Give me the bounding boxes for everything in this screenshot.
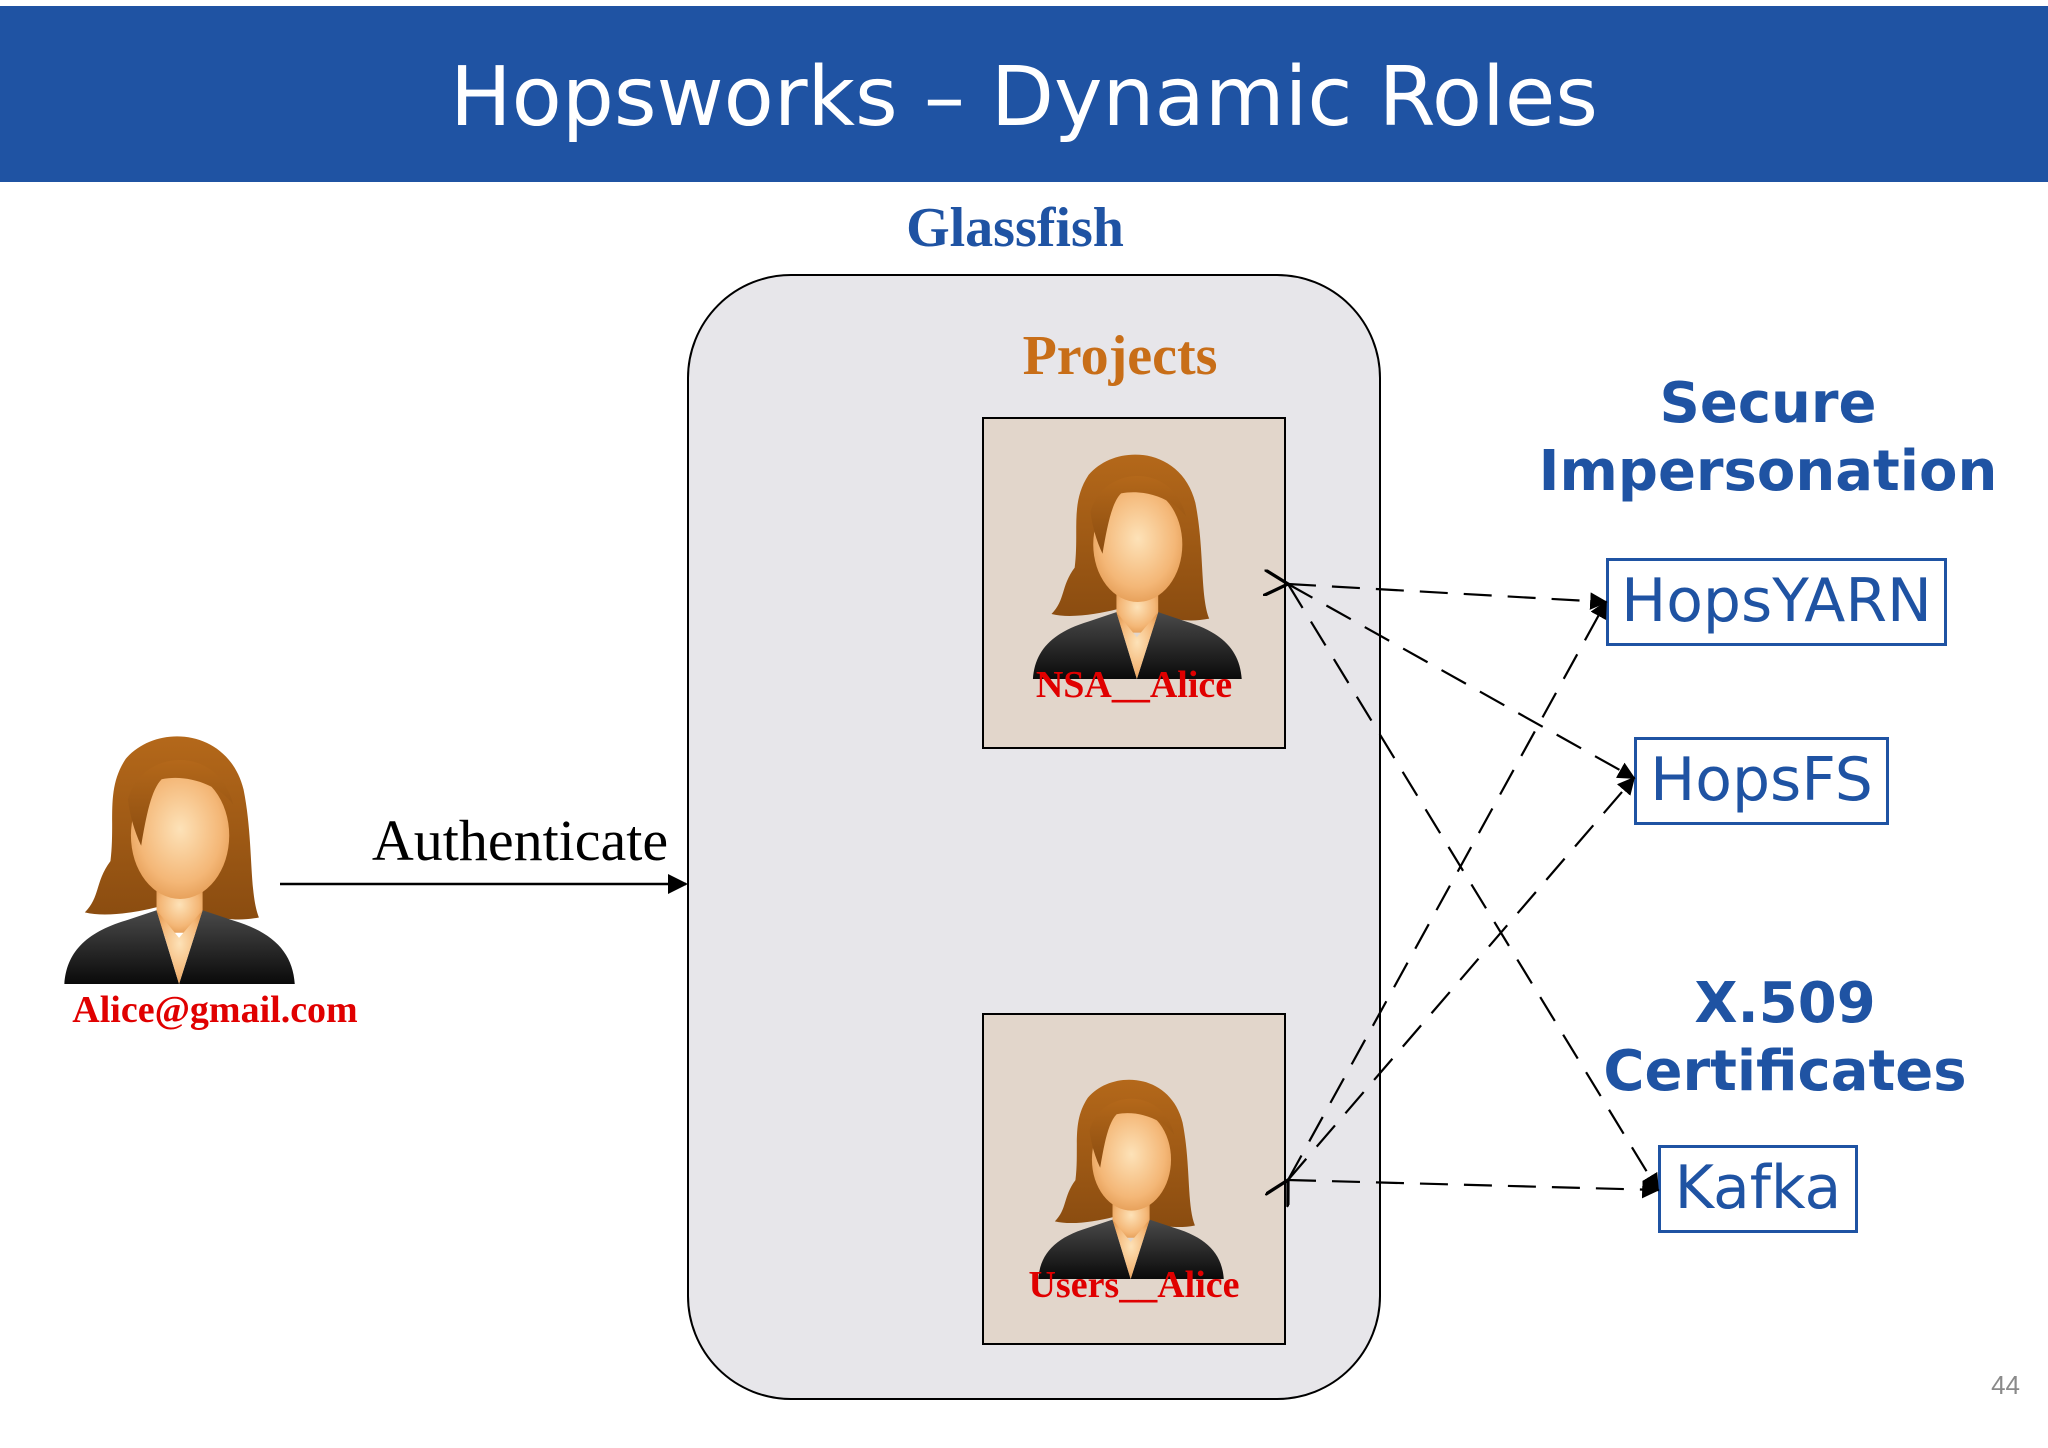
role-label: Users__Alice bbox=[1028, 1264, 1240, 1306]
users-to-kafka-arrow bbox=[1287, 1178, 1660, 1199]
nsa-to-hopsyarn-arrow bbox=[1288, 584, 1606, 602]
secure-impersonation-heading: Secure Impersonation bbox=[1538, 371, 1998, 504]
users-to-hopsfs-arrow bbox=[1287, 776, 1636, 1181]
slide-title: Hopsworks – Dynamic Roles bbox=[450, 50, 1598, 145]
title-bar: Hopsworks – Dynamic Roles bbox=[0, 6, 2048, 182]
users-to-hopsyarn-arrow bbox=[1288, 602, 1607, 1180]
page-number: 44 bbox=[1991, 1370, 2020, 1400]
service-hopsfs: HopsFS bbox=[1634, 737, 1889, 825]
role-label: NSA__Alice bbox=[1035, 664, 1233, 706]
x509-certificates-heading: X.509 Certificates bbox=[1603, 971, 1967, 1104]
projects-label: Projects bbox=[1022, 325, 1218, 387]
authenticate-label: Authenticate bbox=[371, 808, 669, 873]
nsa-to-hopsfs-arrow bbox=[1287, 583, 1636, 779]
nsa-to-kafka-arrow bbox=[1287, 583, 1659, 1192]
service-hopsyarn: HopsYARN bbox=[1606, 558, 1947, 646]
role-card-users-alice: Users__Alice bbox=[982, 1013, 1286, 1345]
user-email: Alice@gmail.com bbox=[72, 989, 358, 1031]
role-card-nsa-alice: NSA__Alice bbox=[982, 417, 1286, 749]
service-kafka: Kafka bbox=[1658, 1145, 1858, 1233]
glassfish-label: Glassfish bbox=[906, 197, 1124, 259]
